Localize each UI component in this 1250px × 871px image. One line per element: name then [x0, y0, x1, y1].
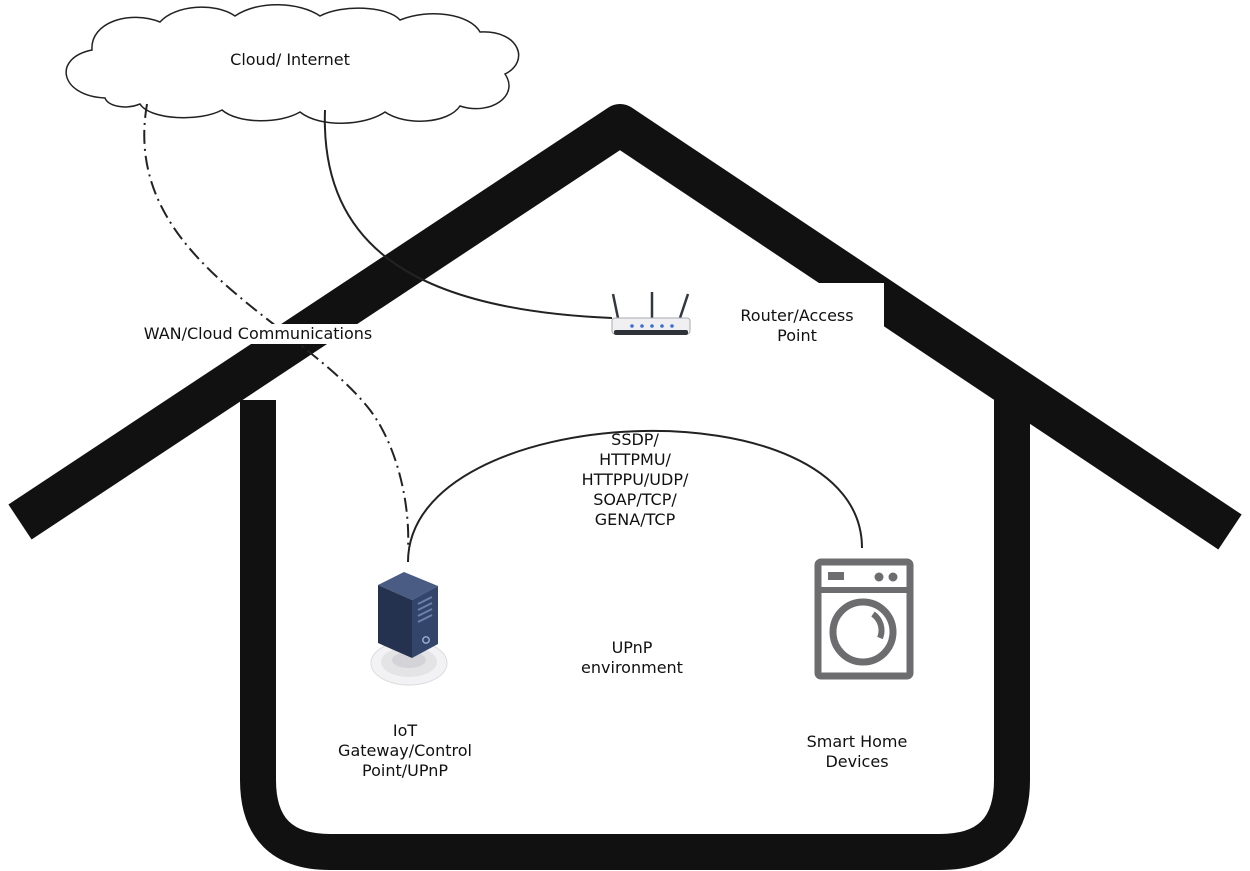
- washing-machine-icon: [814, 558, 914, 680]
- gateway-label: IoT Gateway/Control Point/UPnP: [320, 721, 490, 781]
- house-roof: [8, 104, 1242, 550]
- wan-label: WAN/Cloud Communications: [138, 324, 378, 344]
- internet-router-line: [323, 109, 613, 319]
- environment-label: UPnP environment: [557, 638, 707, 678]
- gateway-line-2: Gateway/Control: [338, 741, 472, 760]
- cloud-label: Cloud/ Internet: [230, 50, 350, 69]
- upnp-arc: [407, 429, 863, 563]
- environment-line-1: UPnP: [611, 638, 653, 657]
- devices-line-1: Smart Home: [806, 732, 908, 751]
- protocols-label: SSDP/ HTTPMU/ HTTPPU/UDP/ SOAP/TCP/ GENA…: [560, 430, 710, 530]
- protocol-line-5: GENA/TCP: [594, 510, 676, 529]
- gateway-line-3: Point/UPnP: [362, 761, 448, 780]
- house-walls: [240, 400, 1030, 870]
- router-label-box: [722, 283, 884, 355]
- devices-label: Smart Home Devices: [782, 732, 932, 772]
- wan-dashdot-line: [143, 103, 410, 549]
- protocol-line-1: SSDP/: [611, 430, 659, 449]
- cloud-icon: [65, 4, 520, 124]
- gateway-line-1: IoT: [392, 721, 418, 740]
- router-icon: [611, 292, 691, 335]
- router-label-line-1: Router/Access: [740, 306, 854, 325]
- house-outline: [8, 104, 1242, 870]
- protocol-line-4: SOAP/TCP/: [593, 490, 677, 509]
- router-label-line-2: Point: [777, 326, 817, 345]
- devices-line-2: Devices: [825, 752, 889, 771]
- environment-line-2: environment: [581, 658, 683, 677]
- protocol-line-2: HTTPMU/: [599, 450, 671, 469]
- router-label: Router/Access Point: [727, 306, 867, 346]
- server-icon: [370, 572, 448, 686]
- protocol-line-3: HTTPPU/UDP/: [581, 470, 689, 489]
